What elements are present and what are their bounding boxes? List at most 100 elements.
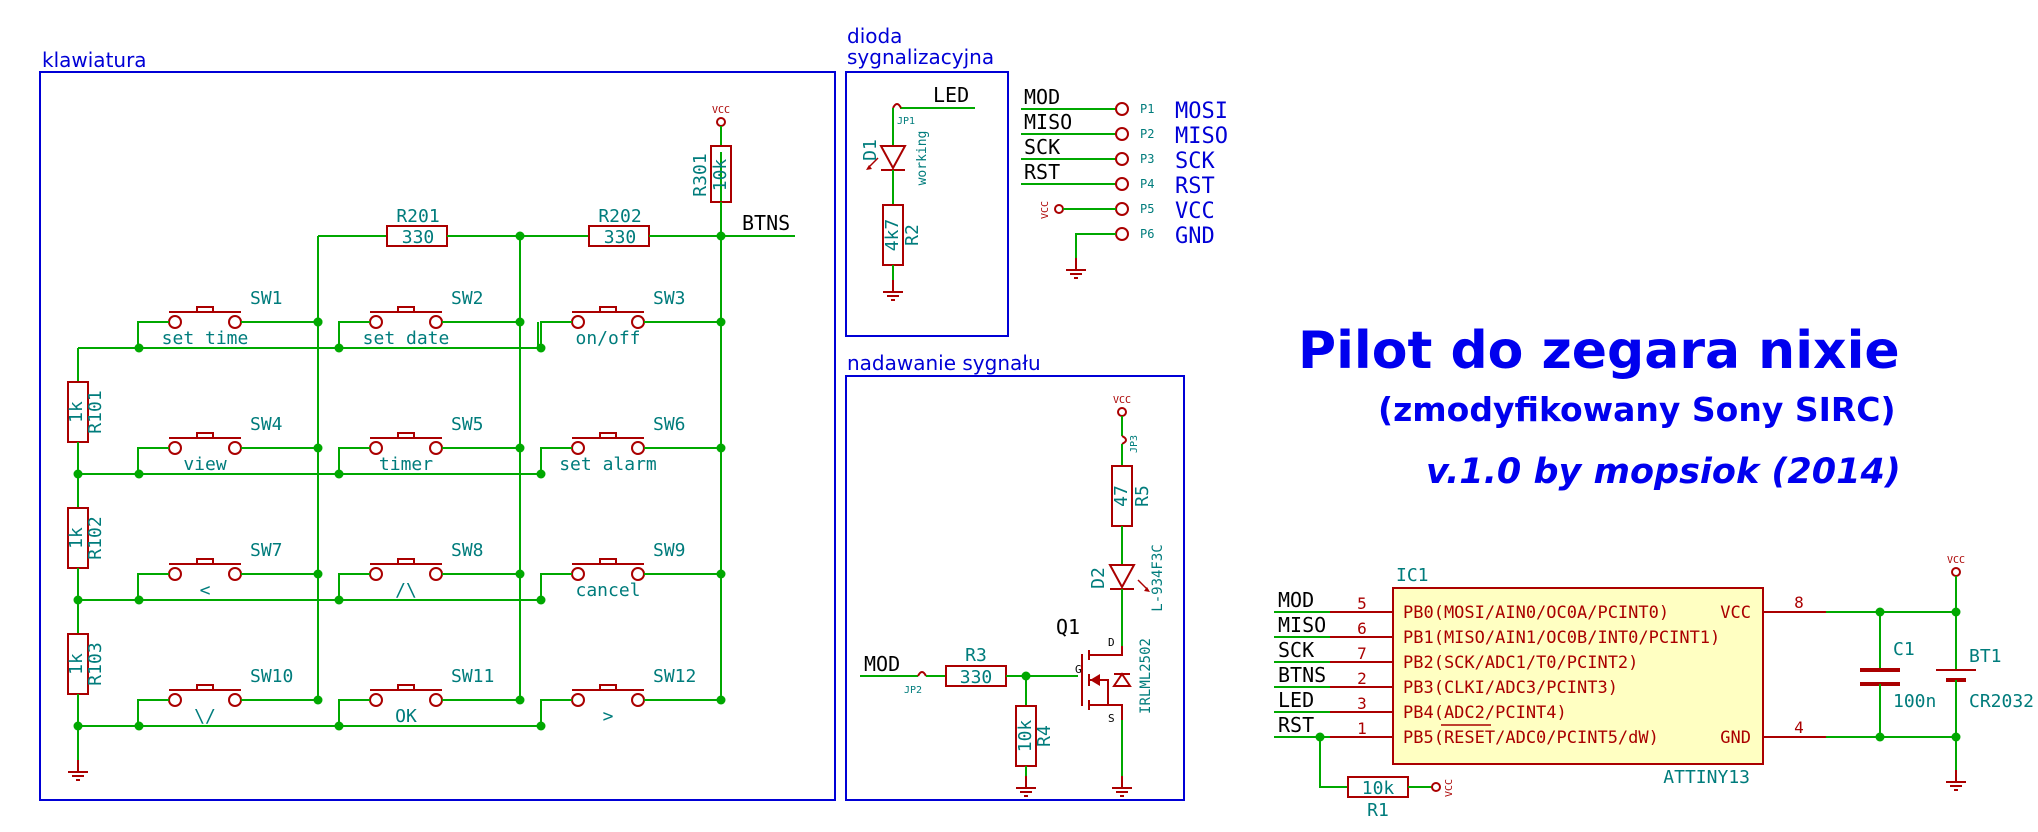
vcc-label: VCC — [1947, 555, 1965, 566]
switch-contact — [631, 567, 645, 581]
switch-actuator — [397, 432, 415, 438]
switch-ref: SW7 — [250, 540, 283, 561]
switch-actuator — [196, 684, 214, 690]
ic-net-label: LED — [1278, 688, 1314, 712]
switch-label: view — [183, 454, 227, 475]
switch-contact — [369, 567, 383, 581]
connector-pin-name: MISO — [1175, 124, 1228, 149]
switch-label: cancel — [575, 580, 640, 601]
switch-contact — [571, 315, 585, 329]
switch-ref: SW4 — [250, 414, 283, 435]
switch-ref: SW8 — [451, 540, 484, 561]
ic-net-label: RST — [1278, 713, 1314, 737]
ic-pin-number: 6 — [1357, 619, 1367, 638]
d1-ref: D1 — [860, 139, 881, 161]
vcc-label: VCC — [1040, 201, 1051, 219]
switch-ref: SW6 — [653, 414, 686, 435]
q1-ref: Q1 — [1056, 615, 1080, 639]
switch-wire — [338, 321, 370, 348]
switch-actuator — [196, 306, 214, 312]
switch-contact — [369, 441, 383, 455]
switch-actuator — [397, 306, 415, 312]
junction-dot — [716, 317, 726, 327]
switch-contact — [571, 567, 585, 581]
switch-label: /\ — [395, 580, 417, 601]
switch-wire — [137, 573, 169, 600]
connector-pin-name: RST — [1175, 174, 1215, 199]
switch-wire — [540, 321, 572, 348]
c1-value: 100n — [1893, 691, 1936, 712]
r5-value: 47 — [1111, 485, 1132, 507]
switch-actuator — [196, 432, 214, 438]
connector-pin-name: GND — [1175, 224, 1215, 249]
r202-value: 330 — [604, 227, 637, 248]
d1-label: working — [915, 131, 930, 186]
ic-net-label: BTNS — [1278, 663, 1326, 687]
label: R201 — [396, 206, 439, 227]
connector-pin-name: VCC — [1175, 199, 1215, 224]
r102-ref: R102 — [85, 516, 106, 559]
ic-net-label: SCK — [1278, 638, 1314, 662]
switch-contact — [168, 567, 182, 581]
r3-ref: R3 — [965, 645, 987, 666]
r3-value: 330 — [960, 667, 993, 688]
connector-pin — [1115, 102, 1129, 116]
r103-value: 1k — [66, 653, 87, 675]
switch-actuator — [397, 558, 415, 564]
switch-contact — [369, 315, 383, 329]
junction-dot — [716, 443, 726, 453]
junction-dot — [134, 469, 144, 479]
net-label-led: LED — [933, 83, 969, 107]
frame-led-title: sygnalizacyjna — [847, 45, 994, 69]
junction-dot — [313, 317, 323, 327]
junction-dot — [515, 695, 525, 705]
switch-ref: SW2 — [451, 288, 484, 309]
ic-pin-number: 1 — [1357, 719, 1367, 738]
ic-pin-number: 7 — [1357, 644, 1367, 663]
ic-attiny13-body — [1392, 587, 1764, 765]
connector-pin-number: P4 — [1140, 177, 1154, 191]
r101-ref: R101 — [85, 390, 106, 433]
switch-label: timer — [379, 454, 433, 475]
junction-dot — [313, 443, 323, 453]
junction-dot — [716, 569, 726, 579]
jumper-jp3 — [1121, 435, 1127, 445]
connector-pin-number: P2 — [1140, 127, 1154, 141]
connector-pin-number: P6 — [1140, 227, 1154, 241]
ic-vcc-name: VCC — [1720, 603, 1751, 623]
switch-actuator — [397, 684, 415, 690]
ic-pin-name: PB4(ADC2/PCINT4) — [1403, 703, 1567, 723]
title-main: Pilot do zegara nixie — [1298, 321, 1900, 381]
junction-dot — [313, 569, 323, 579]
wire — [1319, 737, 1348, 788]
r5-ref: R5 — [1132, 485, 1153, 507]
switch-ref: SW12 — [653, 666, 696, 687]
switch-label: \/ — [194, 706, 216, 727]
ic-pin-number: 8 — [1794, 593, 1804, 612]
switch-wire — [338, 573, 370, 600]
switch-contact — [429, 567, 443, 581]
switch-contact — [631, 441, 645, 455]
diode-d2 — [1108, 564, 1136, 590]
r201-value: 330 — [402, 227, 435, 248]
switch-contact — [429, 693, 443, 707]
r2-ref: R2 — [902, 224, 923, 246]
ic-pin-name: PB5(RESET/ADC0/PCINT5/dW) — [1403, 728, 1659, 748]
q1-pin-s: S — [1108, 712, 1115, 725]
connector-pin-name: MOSI — [1175, 99, 1228, 124]
switch-wire — [540, 447, 572, 474]
frame-transmit-title: nadawanie sygnału — [847, 351, 1041, 375]
r4-ref: R4 — [1034, 725, 1055, 747]
junction-dot — [515, 569, 525, 579]
ic-gnd-name: GND — [1720, 728, 1751, 748]
switch-contact — [429, 441, 443, 455]
switch-label: set date — [363, 328, 450, 349]
vcc-label: VCC — [1444, 779, 1455, 797]
r103-ref: R103 — [85, 642, 106, 685]
connector-pin — [1115, 127, 1129, 141]
switch-contact — [168, 315, 182, 329]
switch-ref: SW3 — [653, 288, 686, 309]
d2-ref: D2 — [1088, 567, 1109, 589]
ic-pin-number: 5 — [1357, 594, 1367, 613]
switch-actuator — [599, 558, 617, 564]
